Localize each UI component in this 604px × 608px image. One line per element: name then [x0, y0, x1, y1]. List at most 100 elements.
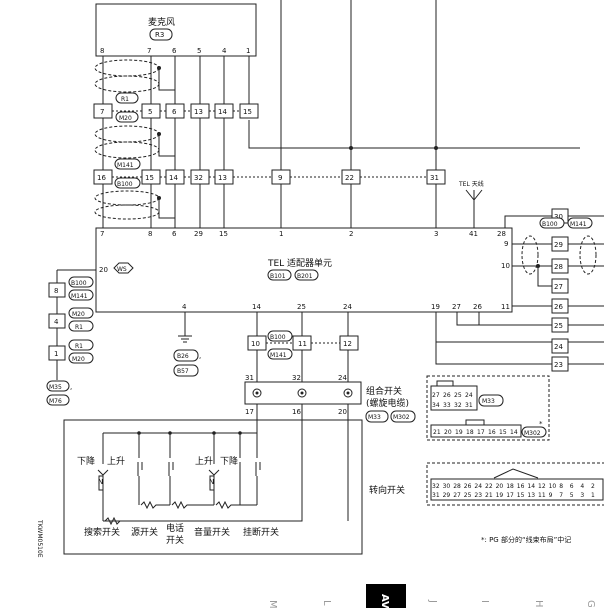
svg-text:27: 27 — [554, 283, 563, 291]
svg-text:23: 23 — [554, 361, 563, 369]
svg-text:13: 13 — [218, 174, 227, 182]
side-code: TKWM0510E — [36, 519, 43, 558]
big-connector-pin: 17 — [506, 492, 514, 499]
svg-text:24: 24 — [338, 374, 347, 382]
big-connector-pin: 25 — [464, 492, 472, 499]
svg-text:17: 17 — [245, 408, 254, 416]
svg-text:16: 16 — [488, 429, 496, 436]
svg-text:20: 20 — [444, 429, 452, 436]
svg-text:41: 41 — [469, 230, 478, 238]
svg-text:29: 29 — [194, 230, 203, 238]
row1-code-b: M20 — [119, 115, 132, 122]
svg-text:R1: R1 — [75, 324, 83, 331]
svg-text:17: 17 — [477, 429, 485, 436]
big-connector-pin: 26 — [464, 483, 472, 490]
svg-text:13: 13 — [194, 108, 203, 116]
label-n-2: N — [209, 478, 214, 486]
svg-text:2: 2 — [349, 230, 353, 238]
svg-text:10: 10 — [251, 340, 260, 348]
svg-text:8: 8 — [54, 287, 58, 295]
svg-text:16: 16 — [292, 408, 301, 416]
tab-i[interactable]: I — [479, 600, 490, 603]
svg-text:32: 32 — [194, 174, 203, 182]
label-search-switch: 搜索开关 — [84, 526, 120, 538]
tab-j[interactable]: J — [427, 599, 438, 603]
mid-code-b: M141 — [270, 352, 287, 359]
unit-bottom-pins: 4 14 25 24 19 27 26 11 — [182, 303, 510, 311]
svg-text:B100: B100 — [71, 280, 87, 287]
svg-text:,: , — [70, 383, 72, 391]
tab-g[interactable]: G — [585, 600, 596, 608]
svg-text:M141: M141 — [71, 293, 88, 300]
svg-text:25: 25 — [454, 392, 462, 399]
svg-text:5: 5 — [148, 108, 152, 116]
svg-text:18: 18 — [466, 429, 474, 436]
svg-text:32: 32 — [454, 402, 462, 409]
right-code-b: M141 — [570, 221, 587, 228]
big-connector-pin: 5 — [570, 492, 574, 499]
mid-connectors: 10 11 12 — [247, 335, 359, 351]
svg-text:29: 29 — [554, 241, 563, 249]
microphone-code: R3 — [155, 31, 164, 39]
connector-m302-face: 21 20 19 18 17 16 15 14 — [430, 419, 522, 438]
svg-text:3: 3 — [434, 230, 438, 238]
svg-text:4: 4 — [182, 303, 187, 311]
label-n-1: N — [98, 478, 103, 486]
svg-text:12: 12 — [343, 340, 352, 348]
big-connector-pin: 12 — [538, 483, 546, 490]
svg-text:9: 9 — [278, 174, 282, 182]
big-connector-pin: 4 — [580, 483, 584, 490]
mid-code-a: B100 — [270, 334, 286, 341]
big-connector-pin: 2 — [591, 483, 595, 490]
label-source-switch: 源开关 — [131, 526, 158, 538]
big-connector-pin: 13 — [527, 492, 535, 499]
svg-text:21: 21 — [433, 429, 441, 436]
svg-text:24: 24 — [343, 303, 352, 311]
big-connector-pin: 15 — [517, 492, 525, 499]
big-connector-pin: 3 — [580, 492, 584, 499]
big-connector-pin: 10 — [549, 483, 557, 490]
unit-code-a: B101 — [270, 273, 286, 280]
switch-symbols — [97, 462, 283, 522]
svg-text:31: 31 — [430, 174, 439, 182]
svg-text:30: 30 — [554, 213, 563, 221]
right-connectors: 30 29 28 27 26 25 24 23 — [551, 208, 569, 372]
label-phone-switch-b: 开关 — [166, 534, 184, 546]
svg-text:26: 26 — [443, 392, 451, 399]
turn-switch-label: 转向开关 — [369, 484, 405, 496]
svg-text:16: 16 — [97, 174, 106, 182]
ws-badge — [113, 262, 134, 274]
combo-subtitle: (螺旋电缆) — [366, 397, 409, 409]
svg-text:28: 28 — [554, 263, 563, 271]
svg-text:4: 4 — [222, 47, 227, 55]
unit-top-pins: 7 8 6 29 15 1 2 3 41 28 — [100, 230, 506, 238]
svg-text:5: 5 — [197, 47, 201, 55]
section-tabs: M L AV J I H G — [267, 584, 596, 608]
svg-text:6: 6 — [172, 108, 177, 116]
big-connector-pin: 22 — [485, 483, 493, 490]
svg-text:14: 14 — [218, 108, 227, 116]
unit-code-b: B201 — [297, 273, 313, 280]
tab-h[interactable]: H — [533, 600, 544, 608]
svg-text:15: 15 — [145, 174, 154, 182]
big-connector-pin: 20 — [496, 483, 504, 490]
tab-m[interactable]: M — [267, 600, 278, 608]
row1-code-a: R1 — [121, 96, 129, 103]
big-connector-pin: 32 — [432, 483, 440, 490]
tab-av[interactable]: AV — [379, 594, 390, 608]
m33-code: M33 — [482, 398, 495, 405]
svg-text:28: 28 — [497, 230, 506, 238]
ground-code-a: B26 — [177, 353, 189, 360]
svg-text:19: 19 — [431, 303, 440, 311]
svg-text:7: 7 — [100, 108, 104, 116]
svg-text:15: 15 — [219, 230, 228, 238]
big-connector-pin: 21 — [485, 492, 493, 499]
big-connector-pin: 23 — [474, 492, 482, 499]
big-connector-pin: 29 — [443, 492, 451, 499]
svg-text:11: 11 — [298, 340, 307, 348]
tab-l[interactable]: L — [321, 600, 332, 606]
svg-text:1: 1 — [279, 230, 283, 238]
m302-code: M302 — [524, 430, 541, 437]
svg-text:20: 20 — [338, 408, 347, 416]
svg-text:22: 22 — [345, 174, 354, 182]
